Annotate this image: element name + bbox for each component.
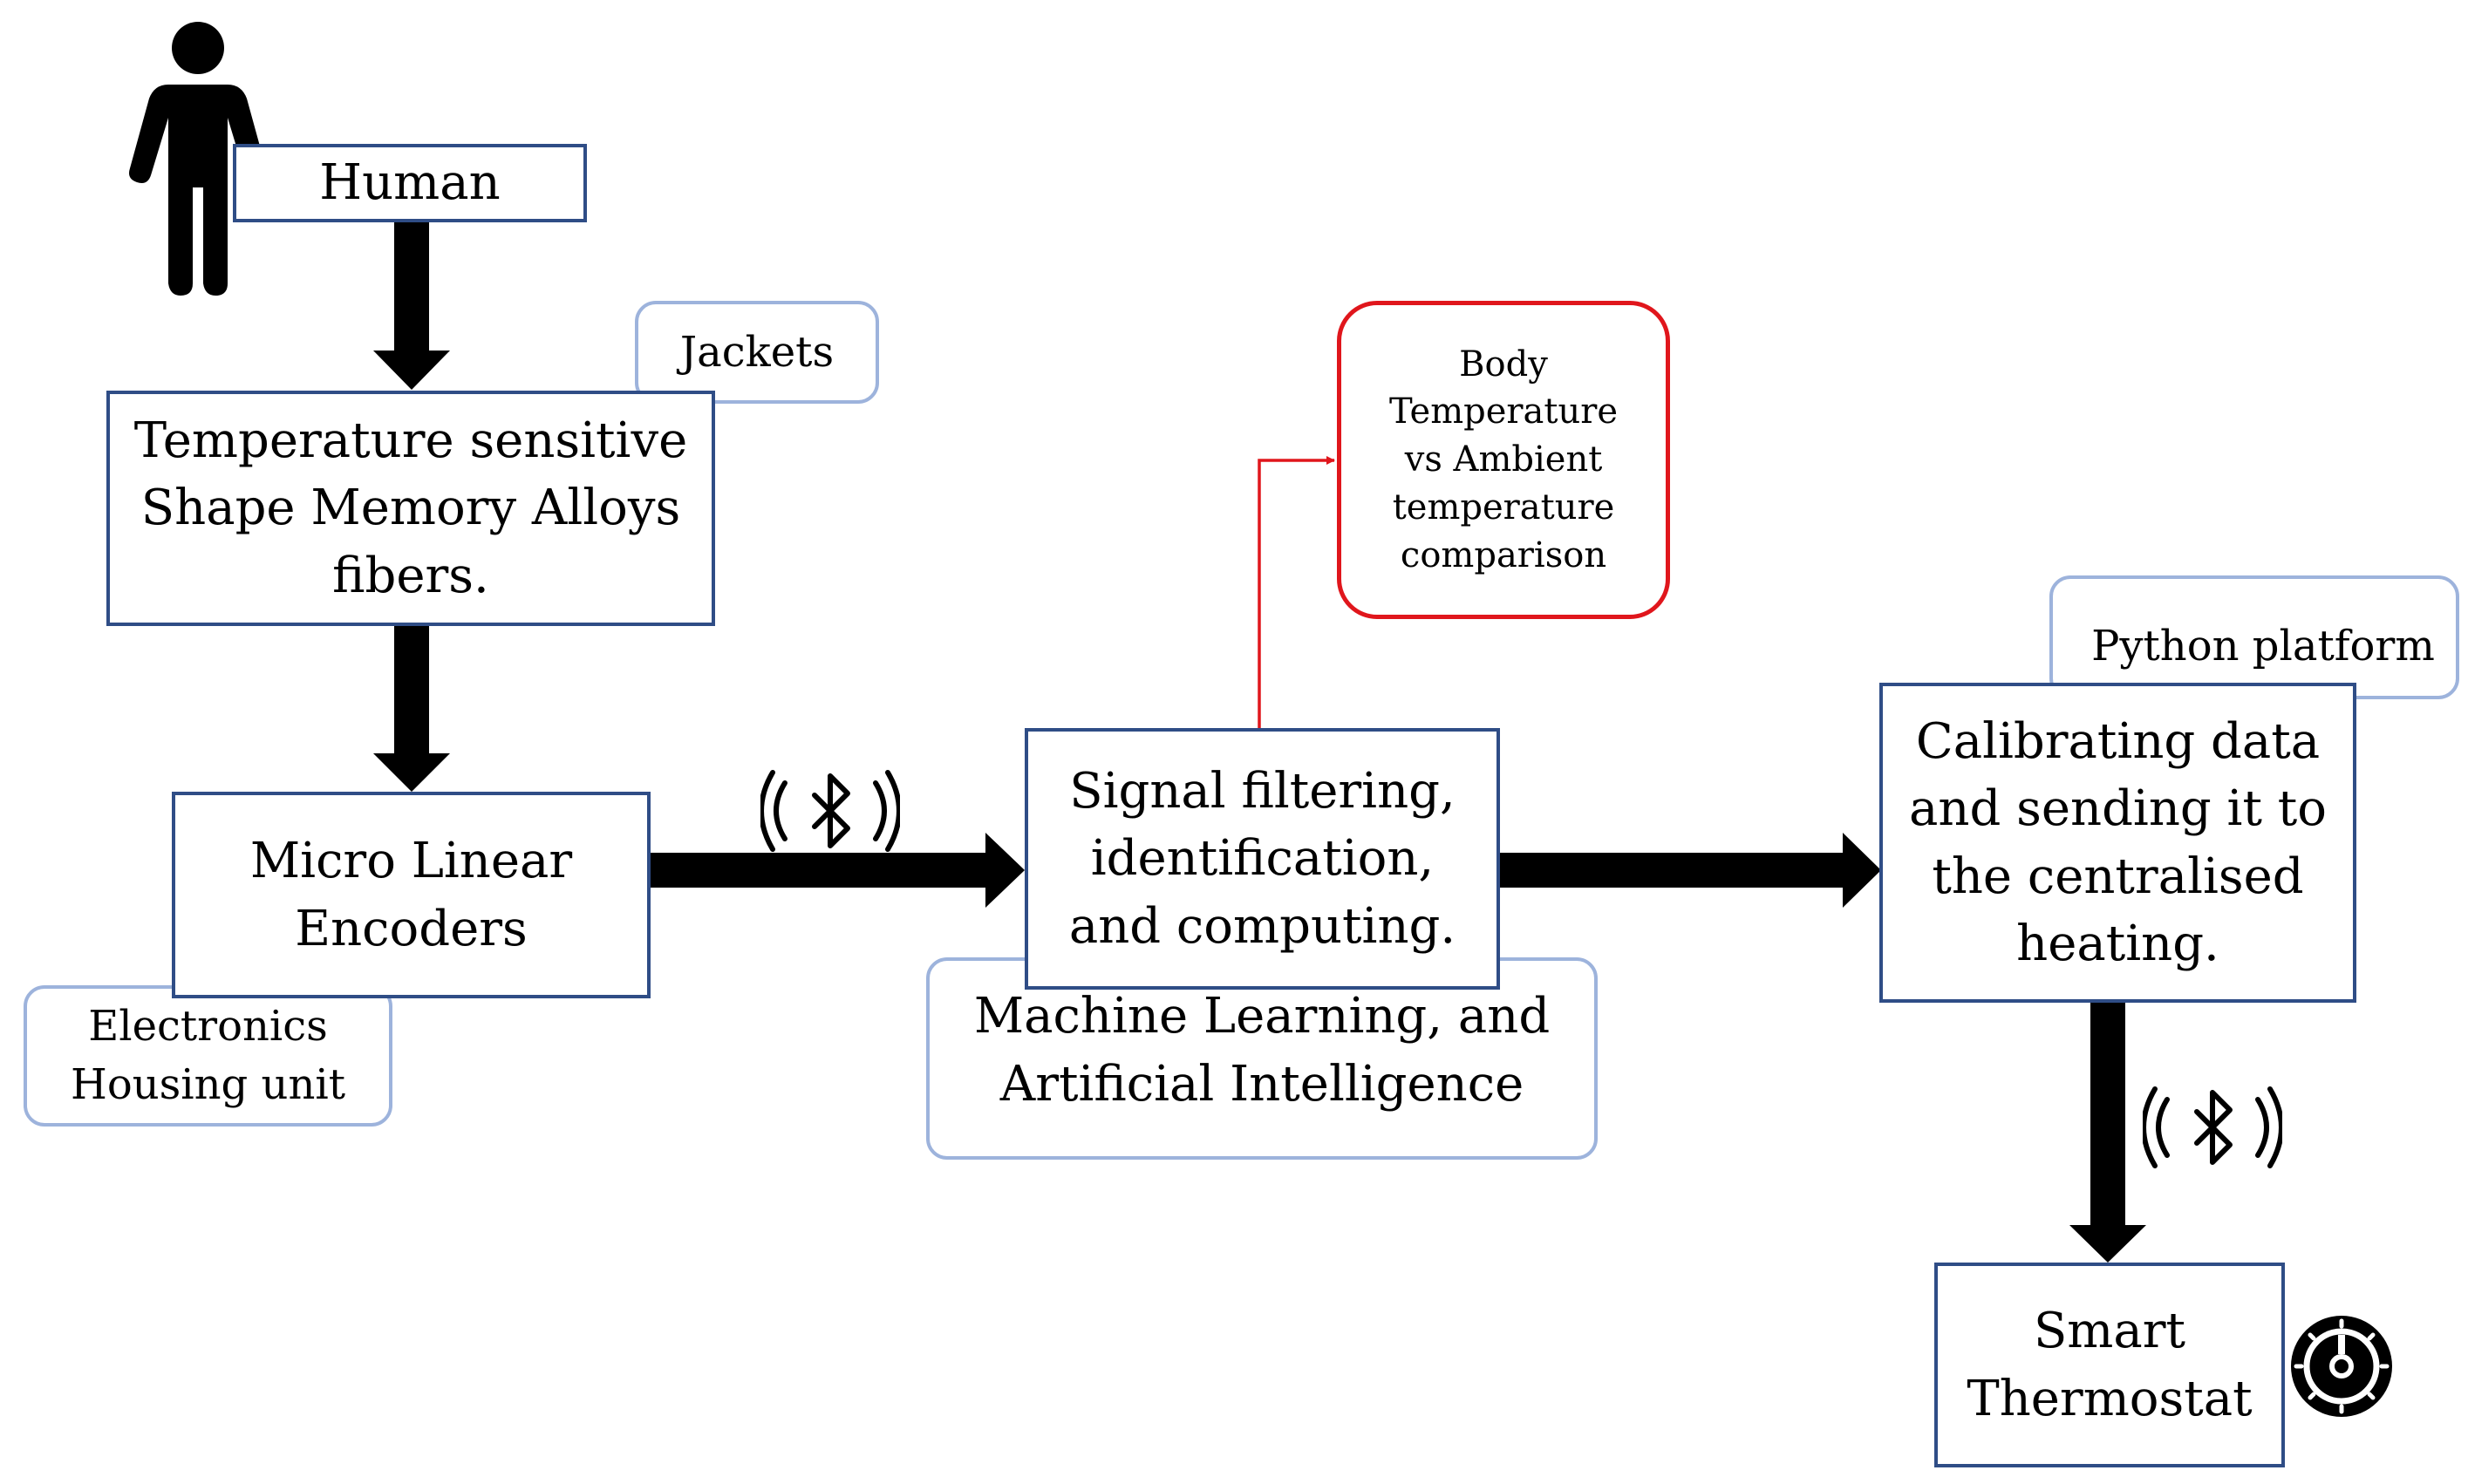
bluetooth-icon [2143, 1086, 2282, 1168]
arrow-signal-to-comparison [1258, 456, 1335, 728]
comparison-box: Body Temperature vs Ambient temperature … [1337, 301, 1670, 619]
signal-label: Signal filtering, identification, and co… [1068, 763, 1456, 955]
arrow-calibrating-to-thermostat [2069, 1001, 2146, 1263]
person-icon [129, 22, 266, 296]
signal-box: Signal filtering, identification, and co… [1025, 728, 1500, 990]
encoders-box: Micro Linear Encoders [172, 792, 651, 998]
sma-box: Temperature sensitive Shape Memory Alloy… [106, 391, 715, 626]
ml-label: Machine Learning, and Artificial Intelli… [973, 988, 1551, 1113]
arrow-signal-to-calibrating [1496, 833, 1881, 908]
python-label: Python platform [2091, 622, 2435, 671]
thermostat-label: Smart Thermostat [1967, 1303, 2253, 1427]
arrow-human-to-sma [373, 218, 450, 390]
arrow-sma-to-encoders [373, 623, 450, 792]
electronics-label: Electronics Housing unit [70, 1001, 346, 1109]
thermostat-box: Smart Thermostat [1934, 1263, 2285, 1467]
comparison-label: Body Temperature vs Ambient temperature … [1388, 344, 1619, 575]
jackets-box: Jackets [635, 301, 879, 404]
human-label: Human [319, 153, 501, 211]
jackets-label: Jackets [679, 327, 835, 377]
encoders-label: Micro Linear Encoders [249, 833, 573, 957]
calibrating-label: Calibrating data and sending it to the c… [1909, 712, 2327, 972]
sma-label: Temperature sensitive Shape Memory Alloy… [133, 412, 688, 604]
python-box: Python platform [2049, 575, 2459, 699]
human-box: Human [233, 144, 587, 222]
bluetooth-icon [760, 770, 900, 852]
calibrating-box: Calibrating data and sending it to the c… [1879, 683, 2356, 1003]
thermostat-icon [2291, 1316, 2392, 1417]
electronics-box: Electronics Housing unit [24, 985, 392, 1127]
arrow-encoders-to-signal [648, 833, 1025, 908]
